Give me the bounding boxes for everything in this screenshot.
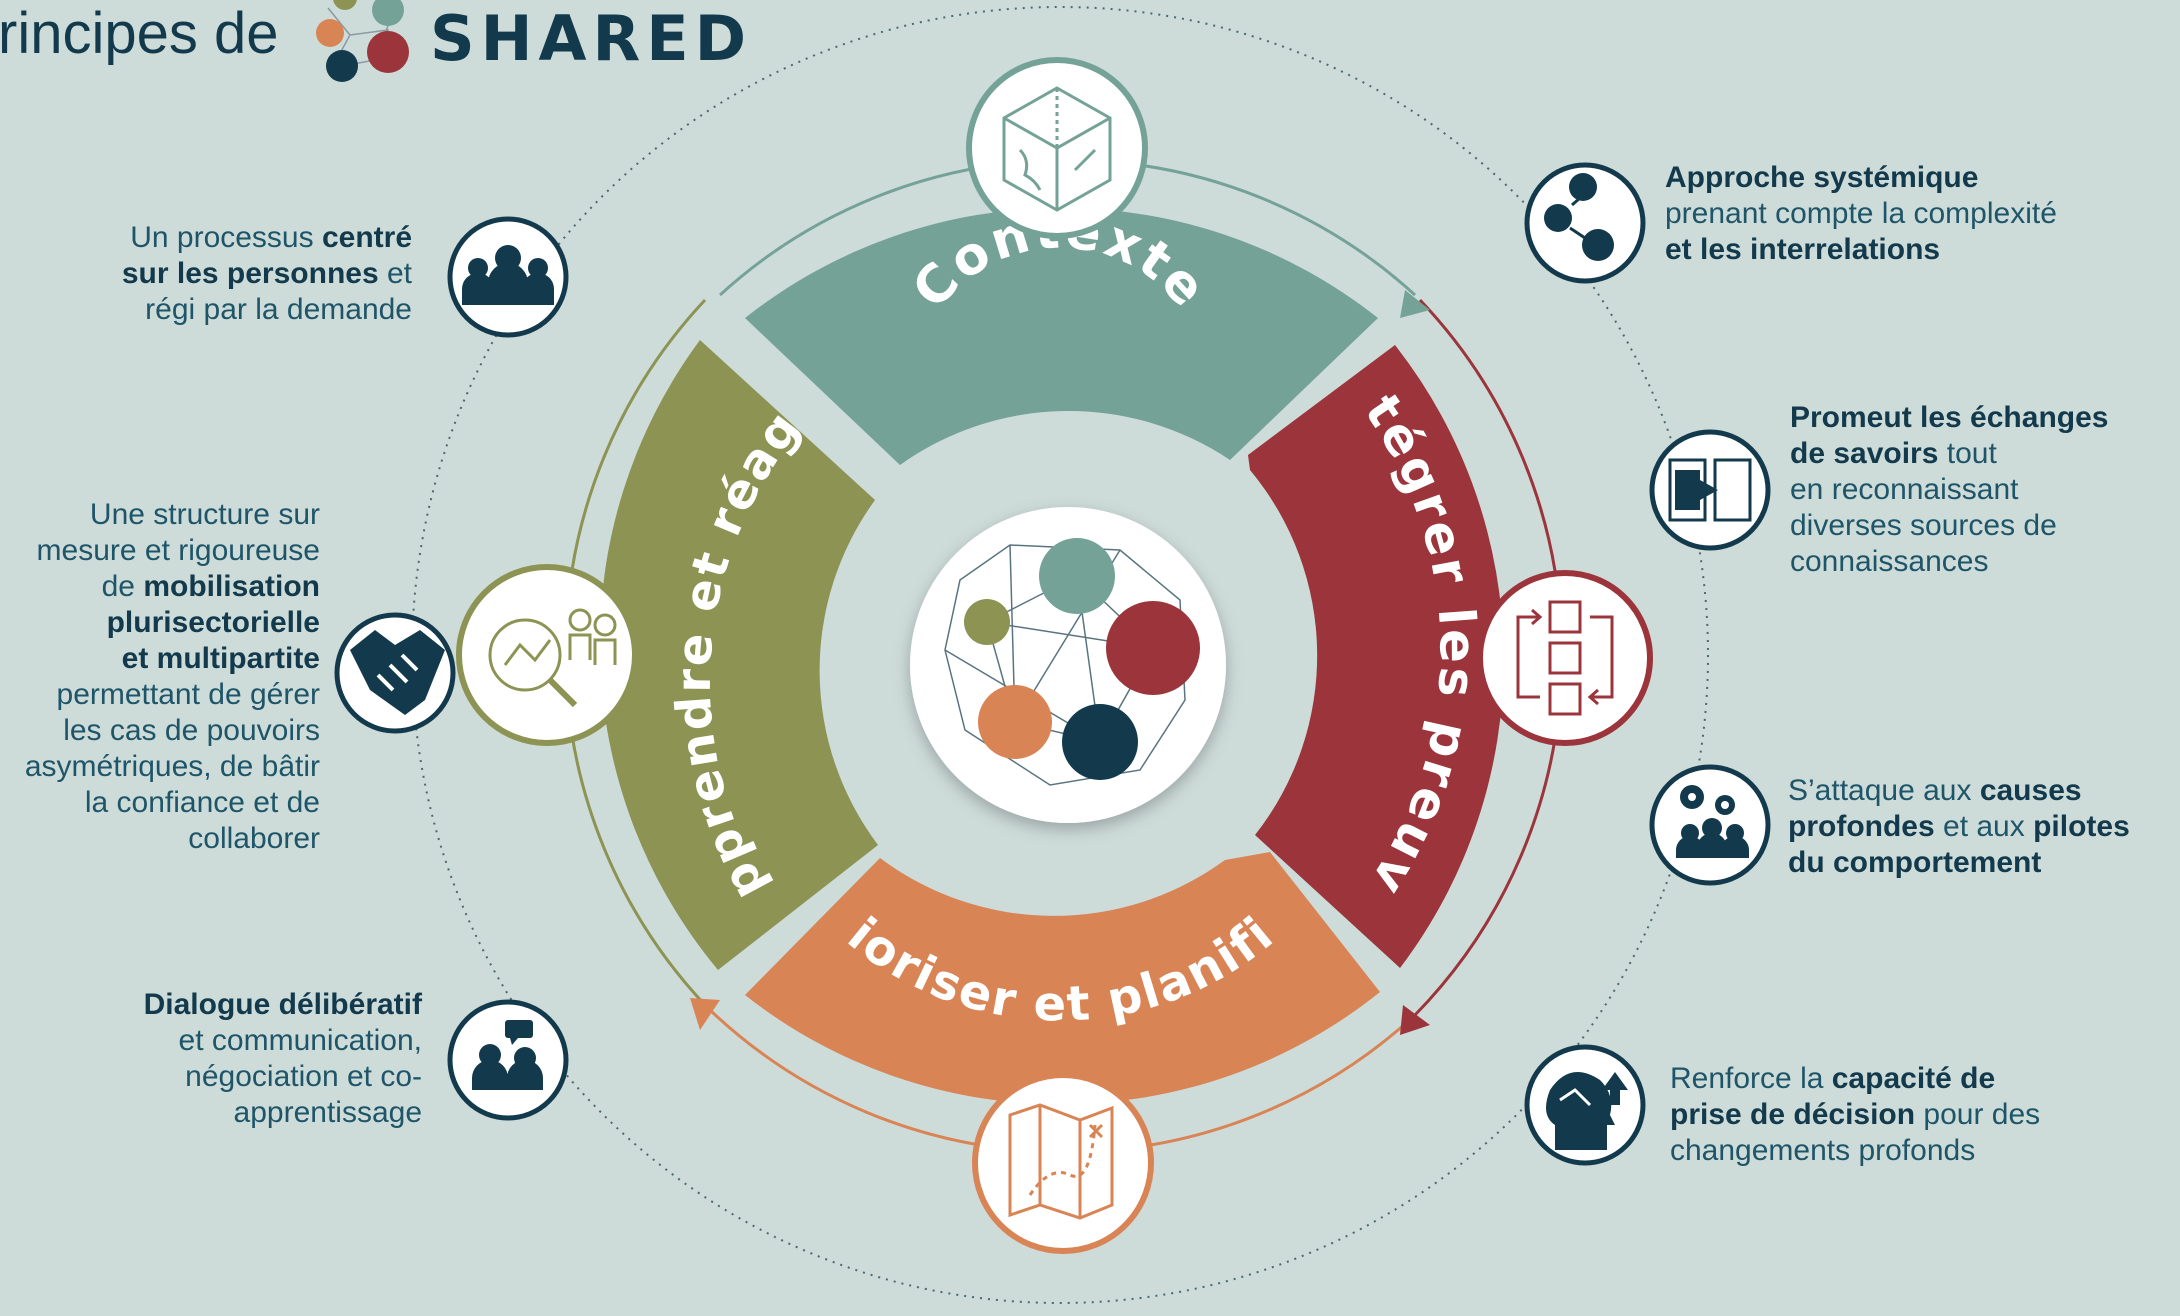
principle-people-centred: Un processus centré sur les personnes et… [121, 221, 412, 326]
segment-apprendre [599, 340, 878, 970]
shared-network-logo [316, 0, 409, 82]
treasure-map-icon [972, 1072, 1154, 1254]
principle-systemic: Approche systémique prenant compte la co… [1665, 161, 2057, 266]
evidence-cycle-icon [1477, 570, 1653, 746]
connected-people-icon [1524, 162, 1646, 284]
gears-team-icon [1649, 764, 1771, 886]
arrowhead-contexte [1400, 290, 1430, 318]
head-decision-icon [1524, 1044, 1646, 1166]
arrowhead-prioriser [690, 998, 720, 1030]
people-group-icon [447, 216, 569, 338]
segment-integrer [1248, 345, 1504, 968]
principle-dialogue: Dialogue délibératif et communication, n… [143, 988, 422, 1129]
page-title: rincipes de [0, 1, 279, 66]
principle-decision-capacity: Renforce la capacité de prise de décisio… [1670, 1062, 2041, 1167]
brand-name: SHARED [430, 2, 753, 75]
shared-network-hub-icon [910, 507, 1226, 823]
handshake-icon [334, 612, 456, 734]
cube-map-icon [966, 57, 1148, 239]
principle-root-causes: S’attaque aux causes profondes et aux pi… [1788, 774, 2130, 879]
principle-mobilisation: Une structure sur mesure et rigoureuse d… [24, 498, 320, 855]
segment-contexte [745, 207, 1378, 466]
open-book-icon [1649, 429, 1771, 551]
arrowhead-integrer [1400, 1005, 1430, 1035]
magnifier-chart-people-icon [456, 564, 638, 746]
dialogue-people-icon [447, 999, 569, 1121]
segment-prioriser [745, 852, 1380, 1105]
outer-orbit [411, 6, 1709, 1304]
principle-knowledge-exchange: Promeut les échanges de savoirs tout en … [1790, 401, 2109, 578]
